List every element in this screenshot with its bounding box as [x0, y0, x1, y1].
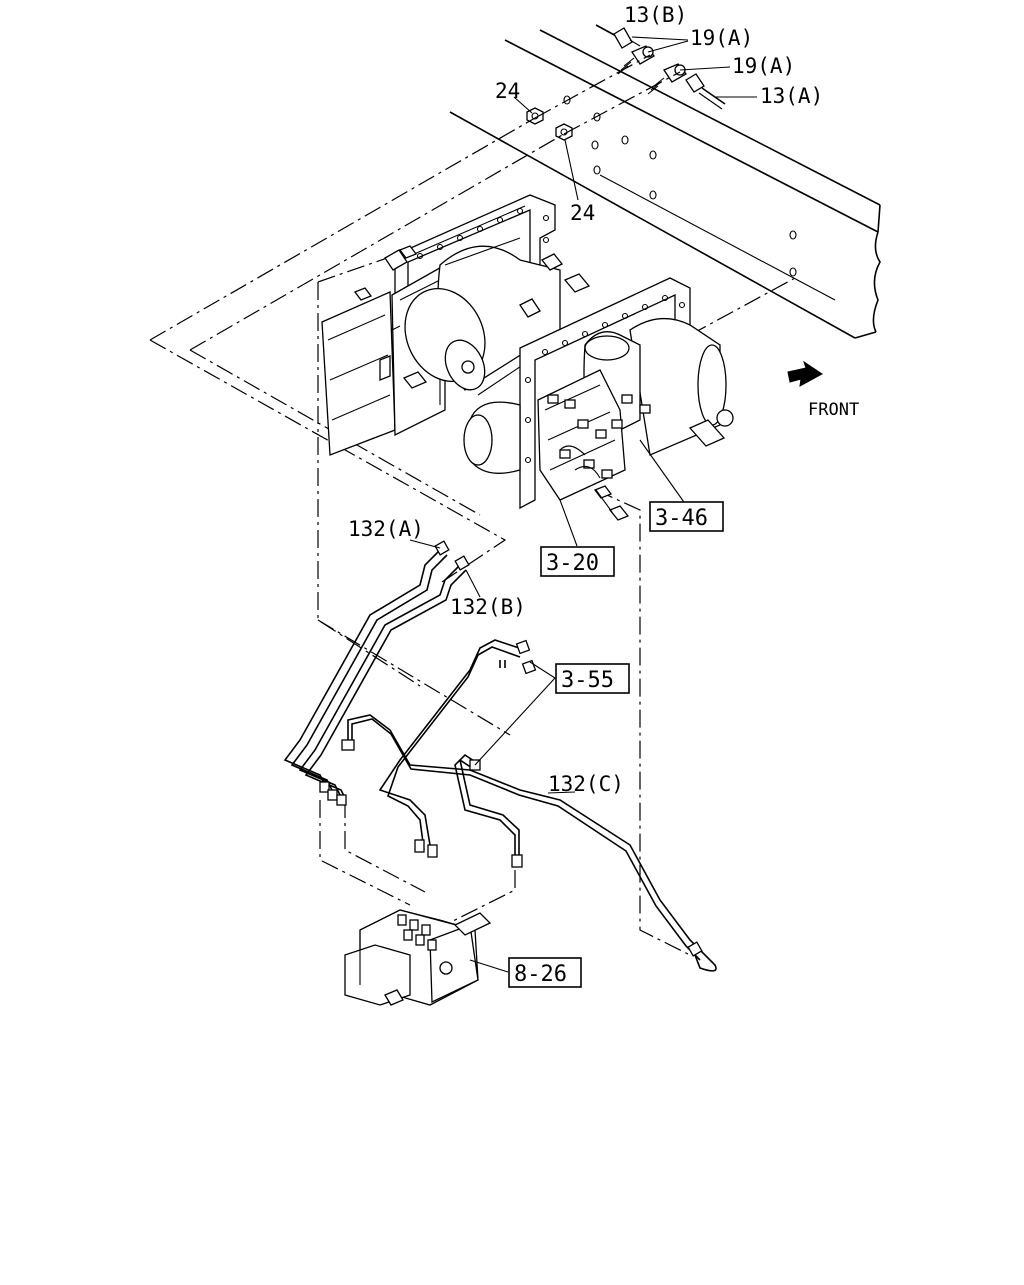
ref-box-3-20[interactable]: 3-20 [540, 546, 615, 577]
ref-box-3-55[interactable]: 3-55 [555, 663, 630, 694]
brake-pipes [283, 540, 717, 972]
label-132a: 132(A) [348, 517, 424, 541]
hydraulic-unit [344, 909, 492, 1006]
centre-lines [149, 249, 691, 956]
label-132b: 132(B) [450, 595, 526, 619]
label-13a: 13(A) [760, 84, 823, 108]
ref-8-26: 8-26 [514, 962, 567, 987]
ref-3-20: 3-20 [546, 551, 599, 576]
label-19a-upper: 19(A) [690, 26, 753, 50]
nut-24-right [555, 123, 573, 141]
ref-3-55: 3-55 [561, 668, 614, 693]
label-24-upper: 24 [495, 79, 520, 103]
front-arrow-icon [787, 360, 823, 387]
leader-lines [409, 36, 757, 973]
label-front: FRONT [808, 400, 859, 420]
ref-3-46: 3-46 [655, 506, 708, 531]
label-132c: 132(C) [548, 772, 624, 796]
label-13b: 13(B) [624, 3, 687, 27]
connector-13b [595, 24, 641, 49]
label-24-lower: 24 [570, 201, 595, 225]
abs-motor-left [321, 194, 591, 456]
label-19a-lower: 19(A) [732, 54, 795, 78]
frame-rail [449, 29, 881, 339]
ref-box-8-26[interactable]: 8-26 [508, 957, 582, 988]
abs-motor-right [463, 277, 734, 521]
rail-holes [563, 95, 797, 277]
ref-box-3-46[interactable]: 3-46 [649, 501, 724, 532]
connector-13a [685, 73, 726, 110]
